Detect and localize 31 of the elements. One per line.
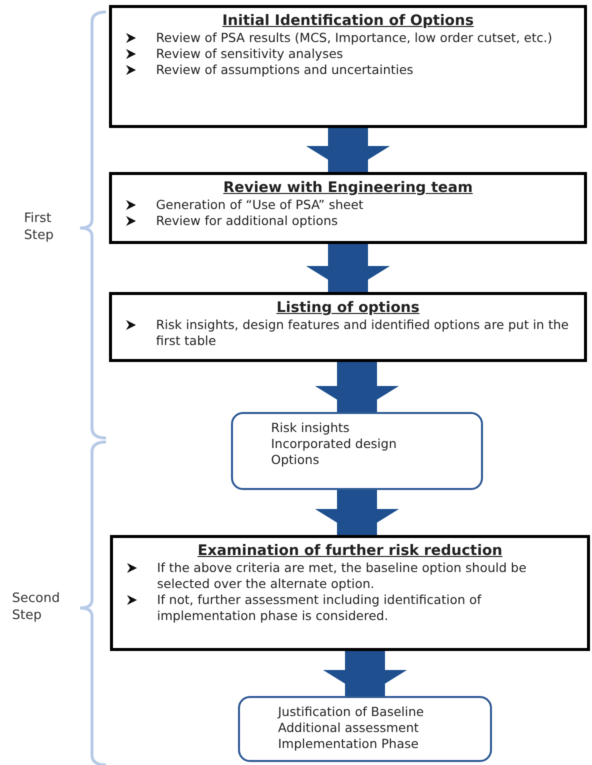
result-text: Options (271, 452, 320, 468)
box-heading: Examination of further risk reduction (196, 542, 504, 560)
process-box (110, 535, 590, 651)
result-box (231, 412, 483, 490)
process-box (109, 172, 587, 244)
bullet-text: Review of sensitivity analyses (156, 46, 344, 61)
result-text: Justification of Baseline (278, 704, 425, 720)
bullet-text: If the above criteria are met, the baseline option should be selected over the alternate option. (157, 560, 526, 591)
block-arrow (306, 244, 390, 292)
result-text: Risk insights (271, 420, 351, 436)
box-heading: Listing of options (276, 299, 420, 317)
result-text: Incorporated design (271, 436, 398, 452)
box-heading: Initial Identification of Options (221, 12, 475, 30)
result-text: Additional assessment (278, 720, 420, 736)
bullet-text: Generation of “Use of PSA” sheet (156, 197, 364, 212)
box-heading: Review with Engineering team (222, 179, 474, 197)
step-label: Second Step (12, 590, 61, 624)
process-box (109, 292, 587, 362)
block-arrow (315, 362, 399, 412)
bullet-text: If not, further assessment including identification of implementation phase is considered. (157, 592, 482, 623)
block-arrow (323, 651, 407, 696)
bullet-text: Review of assumptions and uncertainties (156, 62, 414, 77)
bullet-text: Risk insights, design features and identified options are put in the first table (156, 317, 569, 348)
step-label: First Step (24, 210, 55, 244)
process-box (109, 5, 587, 128)
result-box (238, 696, 492, 762)
result-text: Implementation Phase (278, 736, 420, 752)
block-arrow (306, 128, 390, 172)
bullet-text: Review for additional options (156, 213, 338, 228)
bullet-text: Review of PSA results (MCS, Importance, low order cutset, etc.) (156, 30, 552, 45)
block-arrow (315, 490, 399, 535)
